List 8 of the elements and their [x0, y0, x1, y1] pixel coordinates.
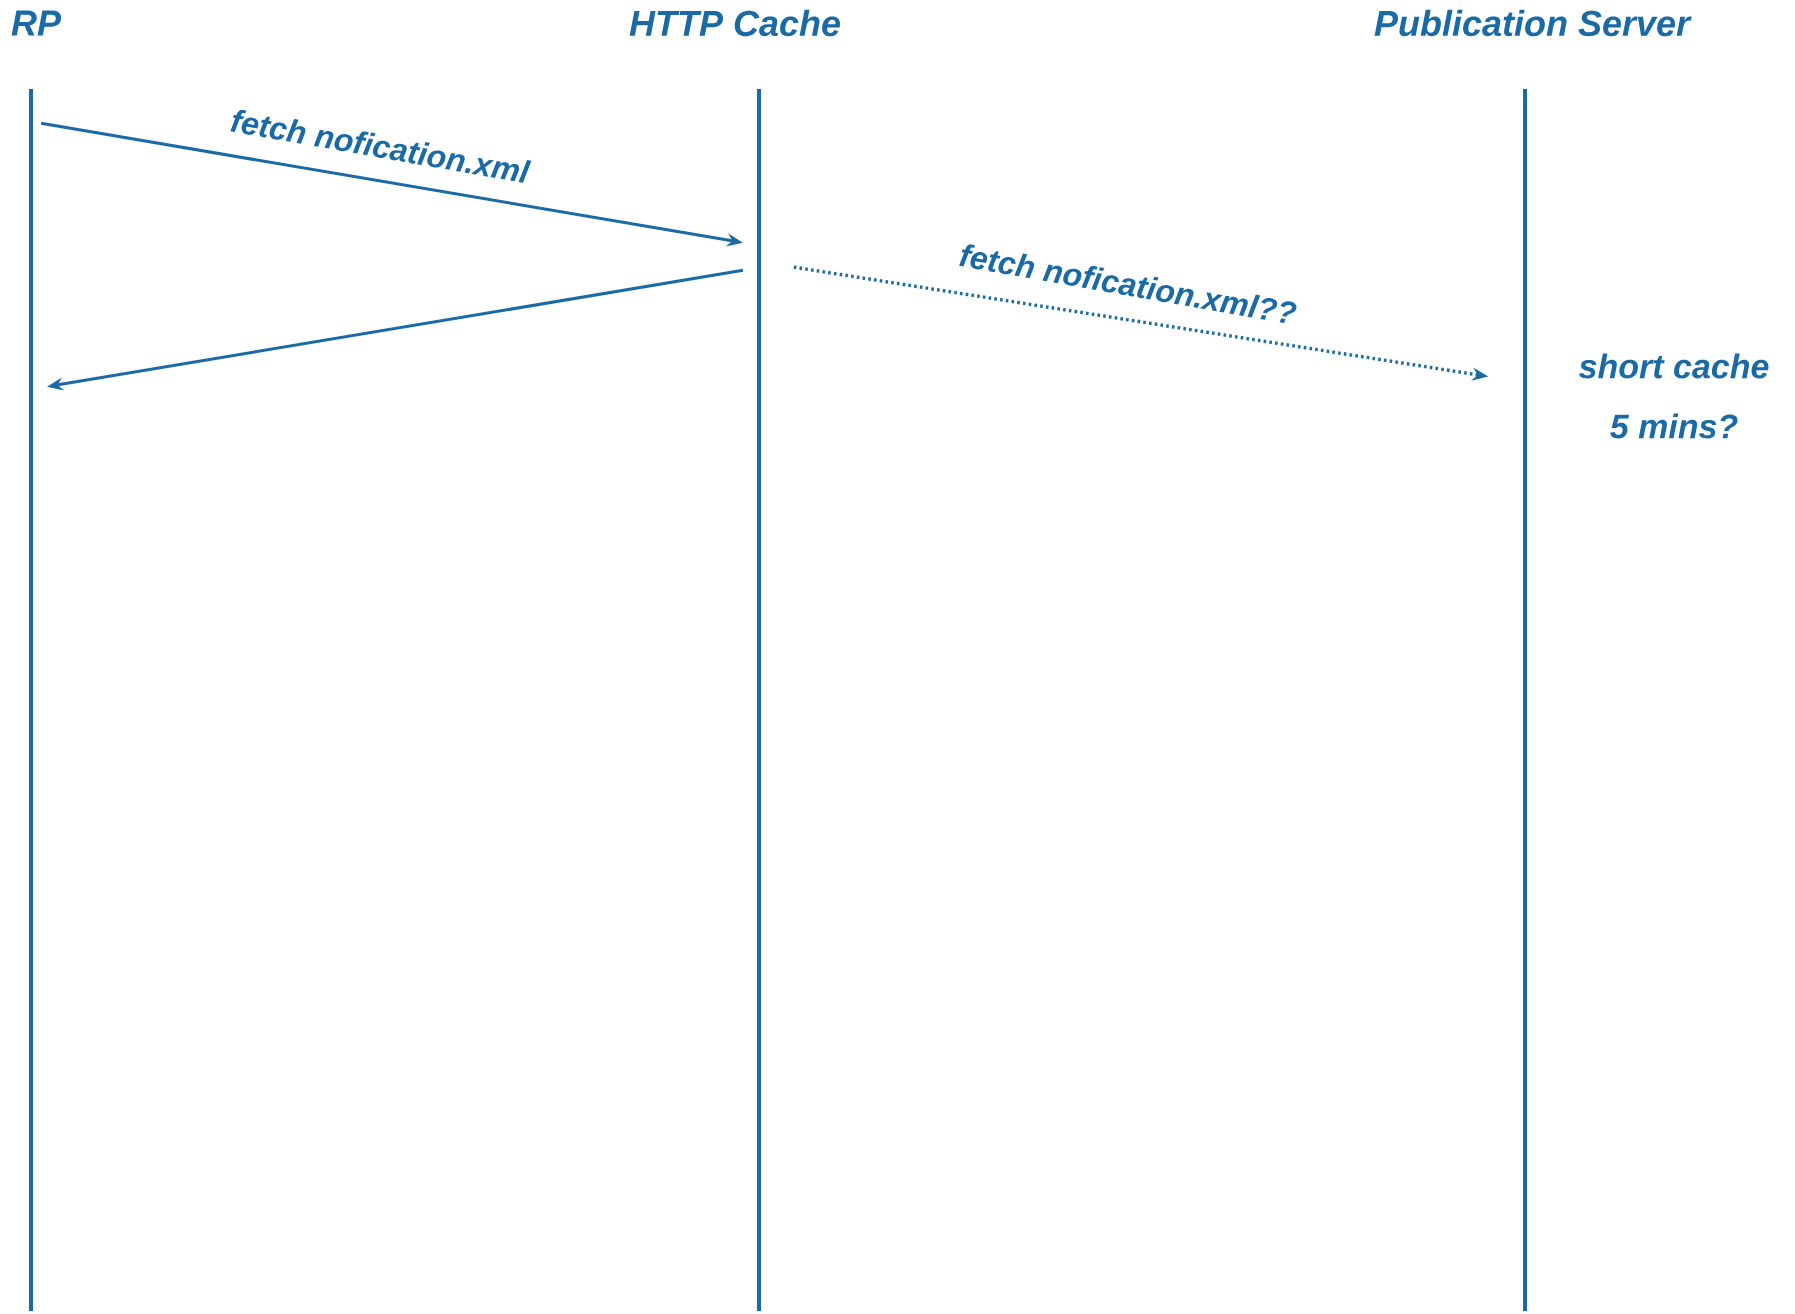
- lifeline: HTTP Cache: [629, 9, 840, 1311]
- note-text: 5 mins?: [1610, 413, 1738, 439]
- node-label: RP: [11, 10, 62, 36]
- note-text: short cache: [1578, 353, 1769, 379]
- edge-label: fetch nofication.xml: [227, 107, 533, 185]
- node-label: Publication Server: [1374, 9, 1692, 37]
- lifeline: RP: [11, 10, 62, 1311]
- node-label: HTTP Cache: [629, 9, 840, 37]
